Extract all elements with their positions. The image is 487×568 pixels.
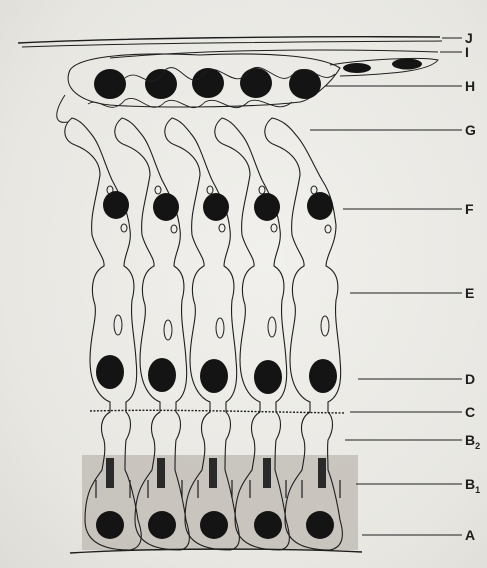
label-b1-subscript: 1 — [475, 485, 480, 495]
layer-j-line-2 — [22, 41, 442, 47]
h-fibres-lower — [88, 98, 292, 107]
label-d: D — [465, 371, 475, 387]
label-b1: B1 — [465, 476, 480, 495]
label-h: H — [465, 78, 475, 94]
label-a: A — [465, 527, 475, 543]
h-nucleus — [192, 68, 224, 98]
label-b2: B2 — [465, 432, 480, 451]
label-b1-letter: B — [465, 476, 475, 492]
label-c: C — [465, 404, 475, 420]
h-nucleus — [94, 69, 126, 99]
label-b2-subscript: 2 — [475, 441, 480, 451]
label-f: F — [465, 201, 474, 217]
flattened-nucleus — [392, 59, 422, 70]
layer-j-line — [18, 37, 440, 43]
label-e: E — [465, 285, 474, 301]
h-nucleus — [145, 69, 177, 99]
label-i: I — [465, 44, 469, 60]
layer-c-line — [90, 410, 344, 413]
h-nucleus — [240, 68, 272, 98]
flattened-nucleus — [343, 63, 371, 73]
label-b2-letter: B — [465, 432, 475, 448]
label-g: G — [465, 122, 476, 138]
layer-h-tail — [57, 95, 68, 122]
